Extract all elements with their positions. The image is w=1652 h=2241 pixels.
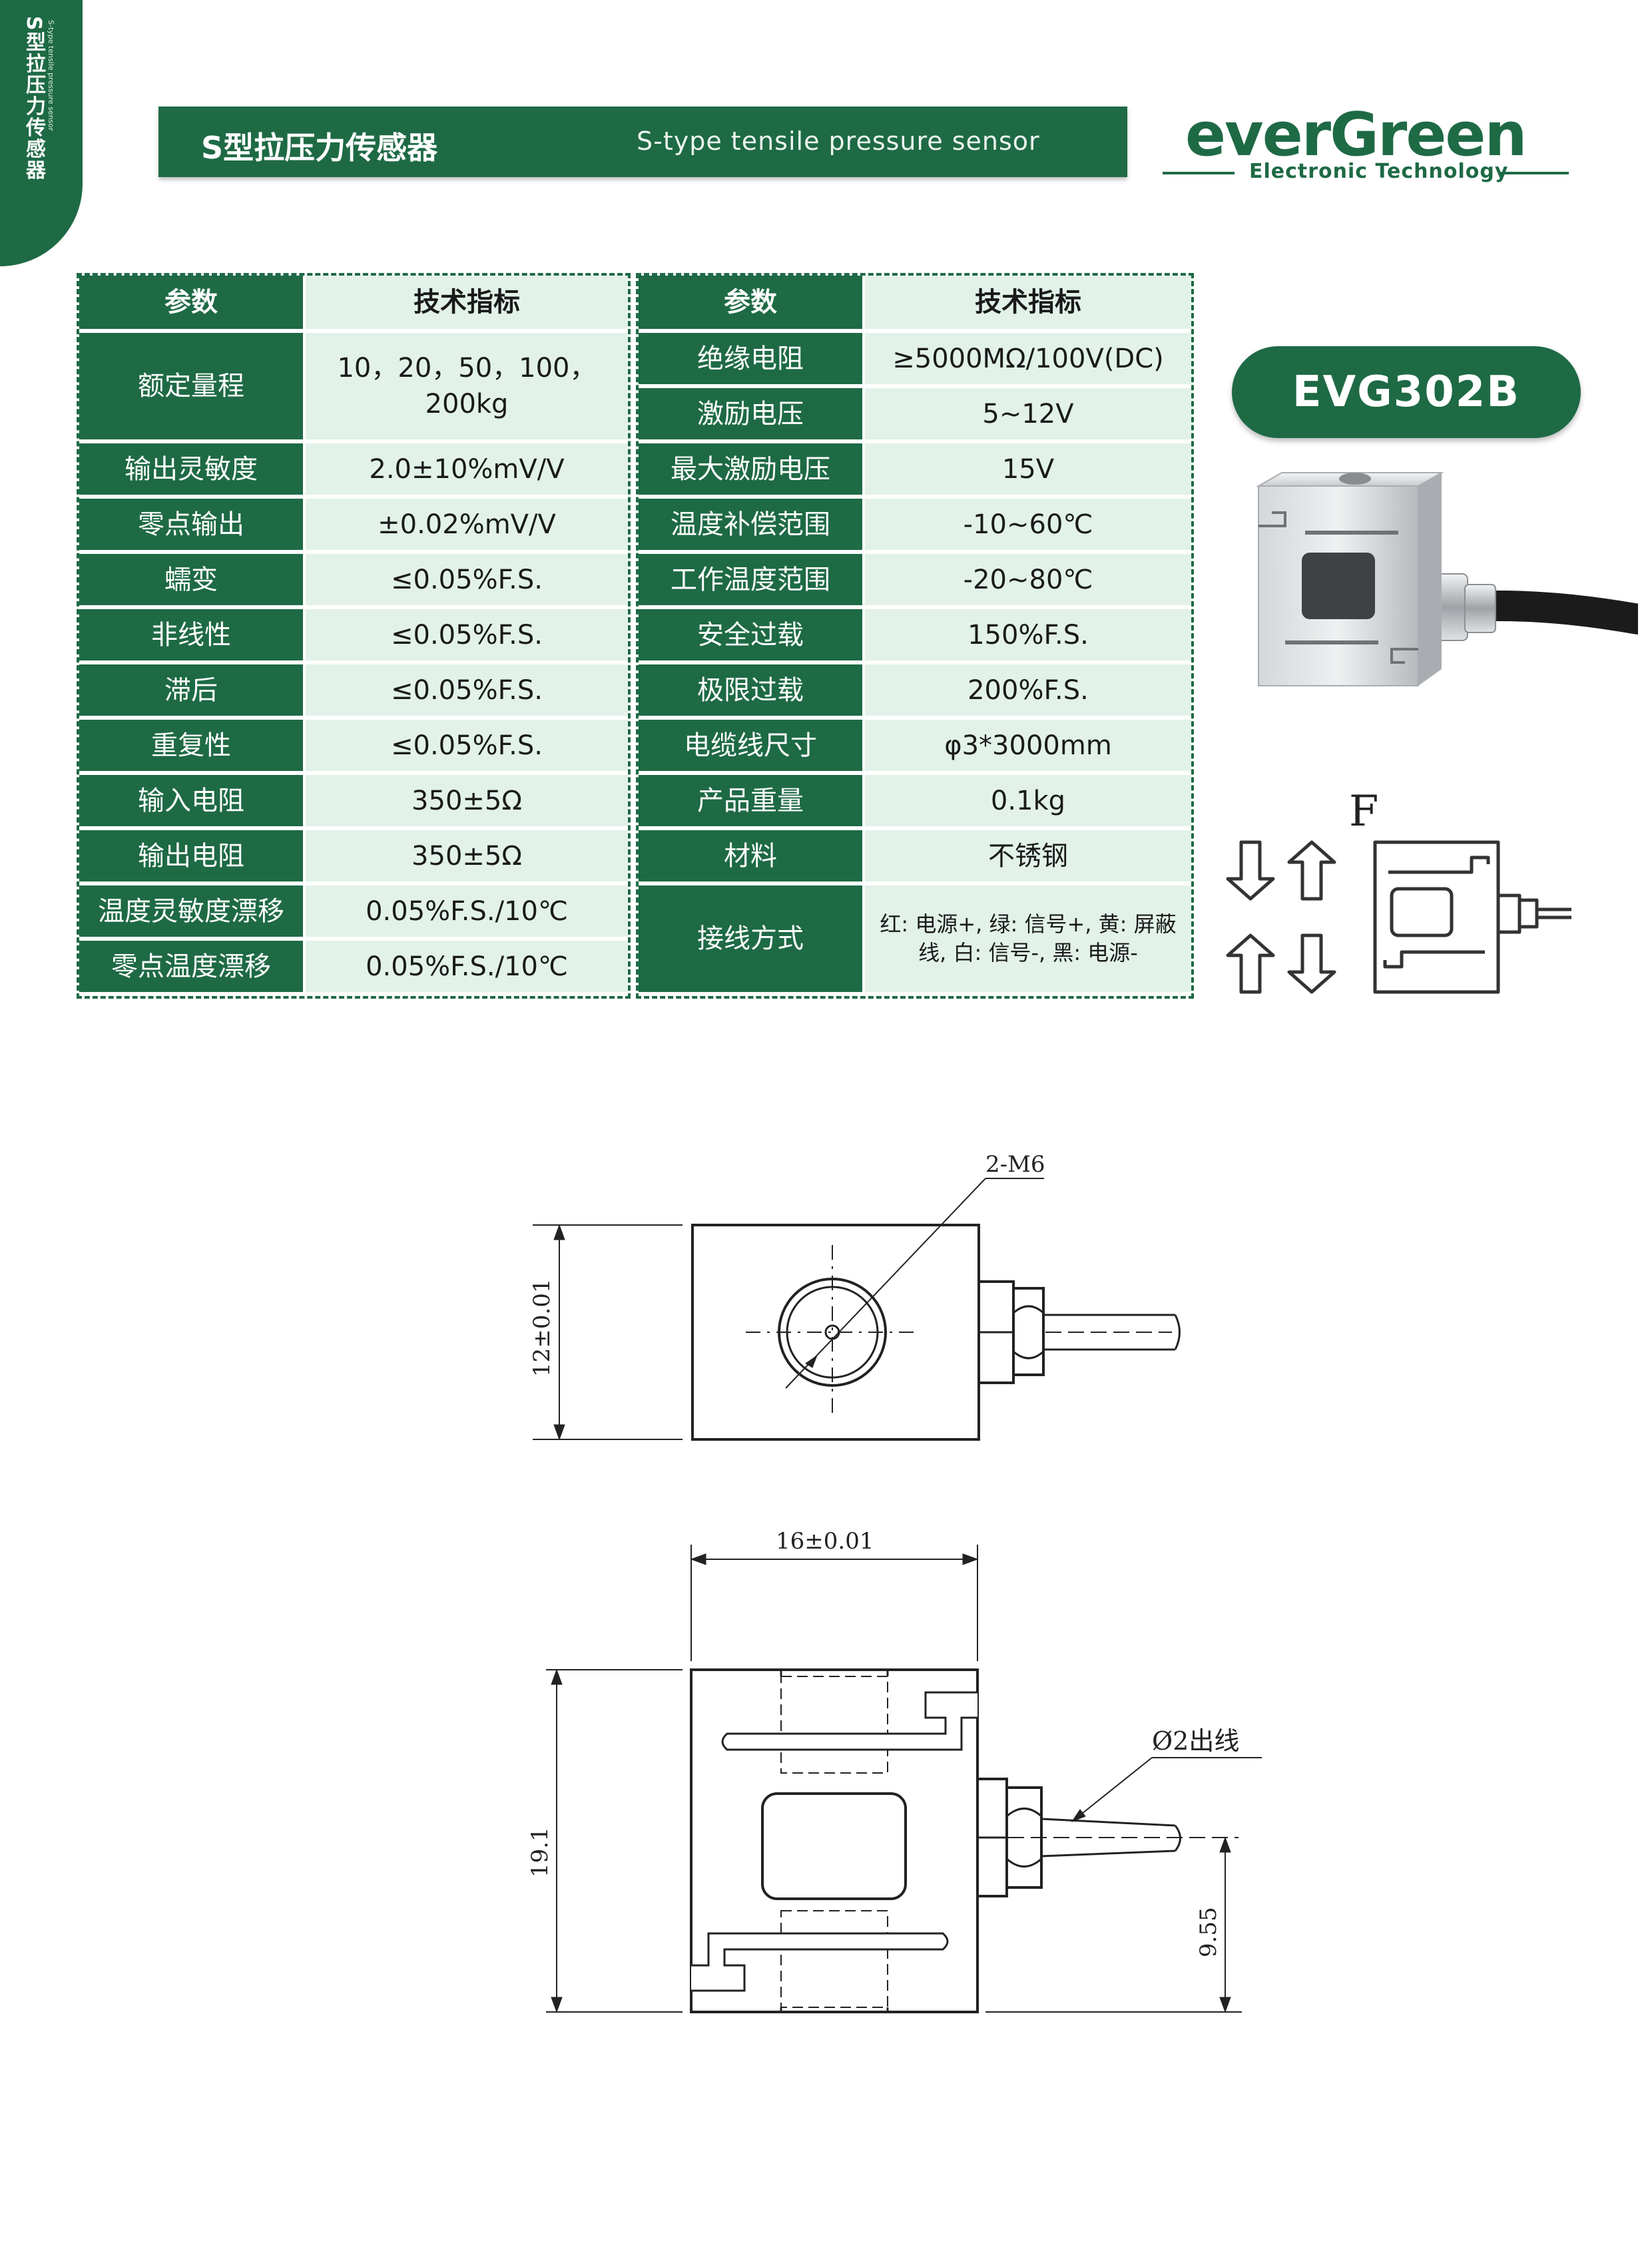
- product-photo: [1256, 472, 1638, 686]
- table-row: 材料不锈钢: [639, 830, 1191, 881]
- logo-tagline: Electronic Technology: [1249, 160, 1509, 183]
- value-cell: ≤0.05%F.S.: [306, 664, 628, 716]
- table-row: 零点输出±0.02%mV/V: [79, 499, 628, 550]
- header-value: 技术指标: [865, 276, 1191, 329]
- cable-offset-label: 9.55: [1195, 1907, 1222, 1957]
- header-param: 参数: [639, 276, 862, 329]
- param-cell: 额定量程: [79, 333, 303, 439]
- cable-label: Ø2出线: [1152, 1726, 1239, 1756]
- param-cell: 激励电压: [639, 388, 862, 439]
- force-diagram: F: [1226, 787, 1571, 994]
- logo-rule-right: [1501, 172, 1569, 174]
- param-cell: 温度补偿范围: [639, 499, 862, 550]
- force-label: F: [1349, 787, 1378, 836]
- table-header-row: 参数技术指标: [639, 276, 1191, 329]
- value-cell: 0.05%F.S./10℃: [306, 885, 628, 937]
- param-cell: 温度灵敏度漂移: [79, 885, 303, 937]
- param-cell: 滞后: [79, 664, 303, 716]
- param-cell: 输入电阻: [79, 775, 303, 826]
- thread-label: 2-M6: [985, 1151, 1045, 1178]
- value-cell: ±0.02%mV/V: [306, 499, 628, 550]
- company-logo: everGreen Electronic Technology: [1163, 100, 1575, 193]
- param-cell: 输出灵敏度: [79, 443, 303, 495]
- top-view-drawing: 2-M6 12±0.01: [529, 1151, 1181, 1441]
- table-row: 重复性≤0.05%F.S.: [79, 720, 628, 771]
- value-cell: ≤0.05%F.S.: [306, 554, 628, 605]
- header-value: 技术指标: [306, 276, 628, 329]
- height-top-label: 12±0.01: [529, 1279, 555, 1377]
- model-badge: EVG302B: [1232, 346, 1581, 438]
- header-title-zh: S型拉压力传感器: [201, 130, 438, 166]
- param-cell: 输出电阻: [79, 830, 303, 881]
- param-cell: 重复性: [79, 720, 303, 771]
- value-cell: 200%F.S.: [865, 664, 1191, 716]
- value-cell: 不锈钢: [865, 830, 1191, 881]
- value-cell: ≤0.05%F.S.: [306, 720, 628, 771]
- param-cell: 工作温度范围: [639, 554, 862, 605]
- table-row: 绝缘电阻≥5000MΩ/100V(DC): [639, 333, 1191, 384]
- param-cell: 电缆线尺寸: [639, 720, 862, 771]
- value-cell: ≥5000MΩ/100V(DC): [865, 333, 1191, 384]
- param-cell: 非线性: [79, 609, 303, 660]
- table-row: 滞后≤0.05%F.S.: [79, 664, 628, 716]
- param-cell: 材料: [639, 830, 862, 881]
- param-cell: 极限过载: [639, 664, 862, 716]
- header-bar: S型拉压力传感器 S-type tensile pressure sensor: [158, 107, 1127, 177]
- table-header-row: 参数技术指标: [79, 276, 628, 329]
- param-cell: 安全过载: [639, 609, 862, 660]
- param-cell: 接线方式: [639, 885, 862, 992]
- value-cell: -10~60℃: [865, 499, 1191, 550]
- param-cell: 零点输出: [79, 499, 303, 550]
- header-param: 参数: [79, 276, 303, 329]
- value-cell: 5~12V: [865, 388, 1191, 439]
- front-view-drawing: 16±0.01 19.1 Ø2出线 9.55: [527, 1528, 1262, 2013]
- header-title-en: S-type tensile pressure sensor: [637, 126, 1040, 156]
- width-label: 16±0.01: [776, 1528, 874, 1555]
- value-cell: 0.05%F.S./10℃: [306, 941, 628, 992]
- param-cell: 最大激励电压: [639, 443, 862, 495]
- table-row: 温度补偿范围-10~60℃: [639, 499, 1191, 550]
- value-cell: -20~80℃: [865, 554, 1191, 605]
- table-row: 工作温度范围-20~80℃: [639, 554, 1191, 605]
- value-cell: 150%F.S.: [865, 609, 1191, 660]
- param-cell: 蠕变: [79, 554, 303, 605]
- value-cell: 0.1kg: [865, 775, 1191, 826]
- param-cell: 绝缘电阻: [639, 333, 862, 384]
- value-cell: 10，20，50，100，200kg: [306, 333, 628, 439]
- value-cell: 红: 电源+, 绿: 信号+, 黄: 屏蔽线, 白: 信号-, 黑: 电源-: [865, 885, 1191, 992]
- table-row: 蠕变≤0.05%F.S.: [79, 554, 628, 605]
- param-cell: 产品重量: [639, 775, 862, 826]
- logo-rule-left: [1163, 172, 1235, 174]
- side-tab-title: S型拉压力传感器: [22, 16, 45, 181]
- value-cell: ≤0.05%F.S.: [306, 609, 628, 660]
- value-cell: 2.0±10%mV/V: [306, 443, 628, 495]
- side-tab-subtitle: S-type tensile pressure sensor: [47, 20, 55, 131]
- height-front-label: 19.1: [527, 1827, 553, 1877]
- side-tab: S型拉压力传感器 S-type tensile pressure sensor: [0, 0, 83, 266]
- table-row: 非线性≤0.05%F.S.: [79, 609, 628, 660]
- table-row: 接线方式红: 电源+, 绿: 信号+, 黄: 屏蔽线, 白: 信号-, 黑: 电…: [639, 885, 1191, 992]
- value-cell: 350±5Ω: [306, 775, 628, 826]
- value-cell: 350±5Ω: [306, 830, 628, 881]
- value-cell: φ3*3000mm: [865, 720, 1191, 771]
- value-cell: 15V: [865, 443, 1191, 495]
- param-cell: 零点温度漂移: [79, 941, 303, 992]
- logo-brand: everGreen: [1185, 100, 1527, 170]
